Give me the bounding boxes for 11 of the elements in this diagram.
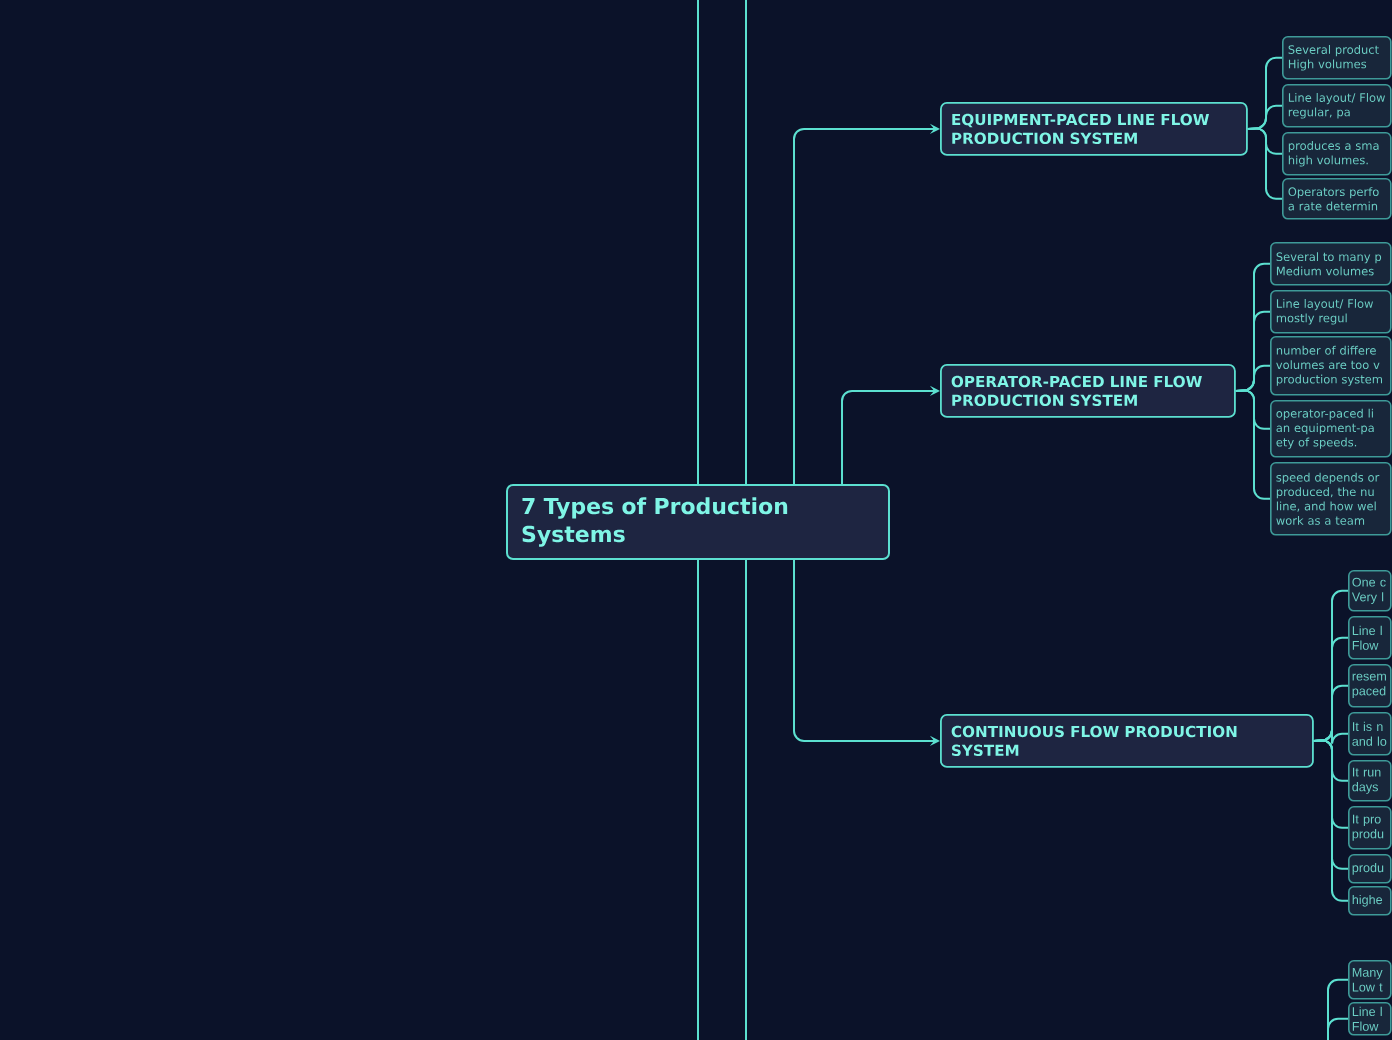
connector bbox=[697, 0, 699, 485]
connector bbox=[745, 0, 747, 485]
connector bbox=[1234, 389, 1271, 500]
connector bbox=[745, 557, 747, 1040]
connector bbox=[1246, 127, 1283, 200]
connector bbox=[1327, 1017, 1349, 1040]
topic-box: 7 Types of Production Systems bbox=[506, 484, 890, 560]
connector bbox=[697, 557, 699, 1040]
connector bbox=[793, 123, 940, 485]
connector bbox=[1312, 739, 1349, 902]
connector bbox=[841, 385, 940, 485]
